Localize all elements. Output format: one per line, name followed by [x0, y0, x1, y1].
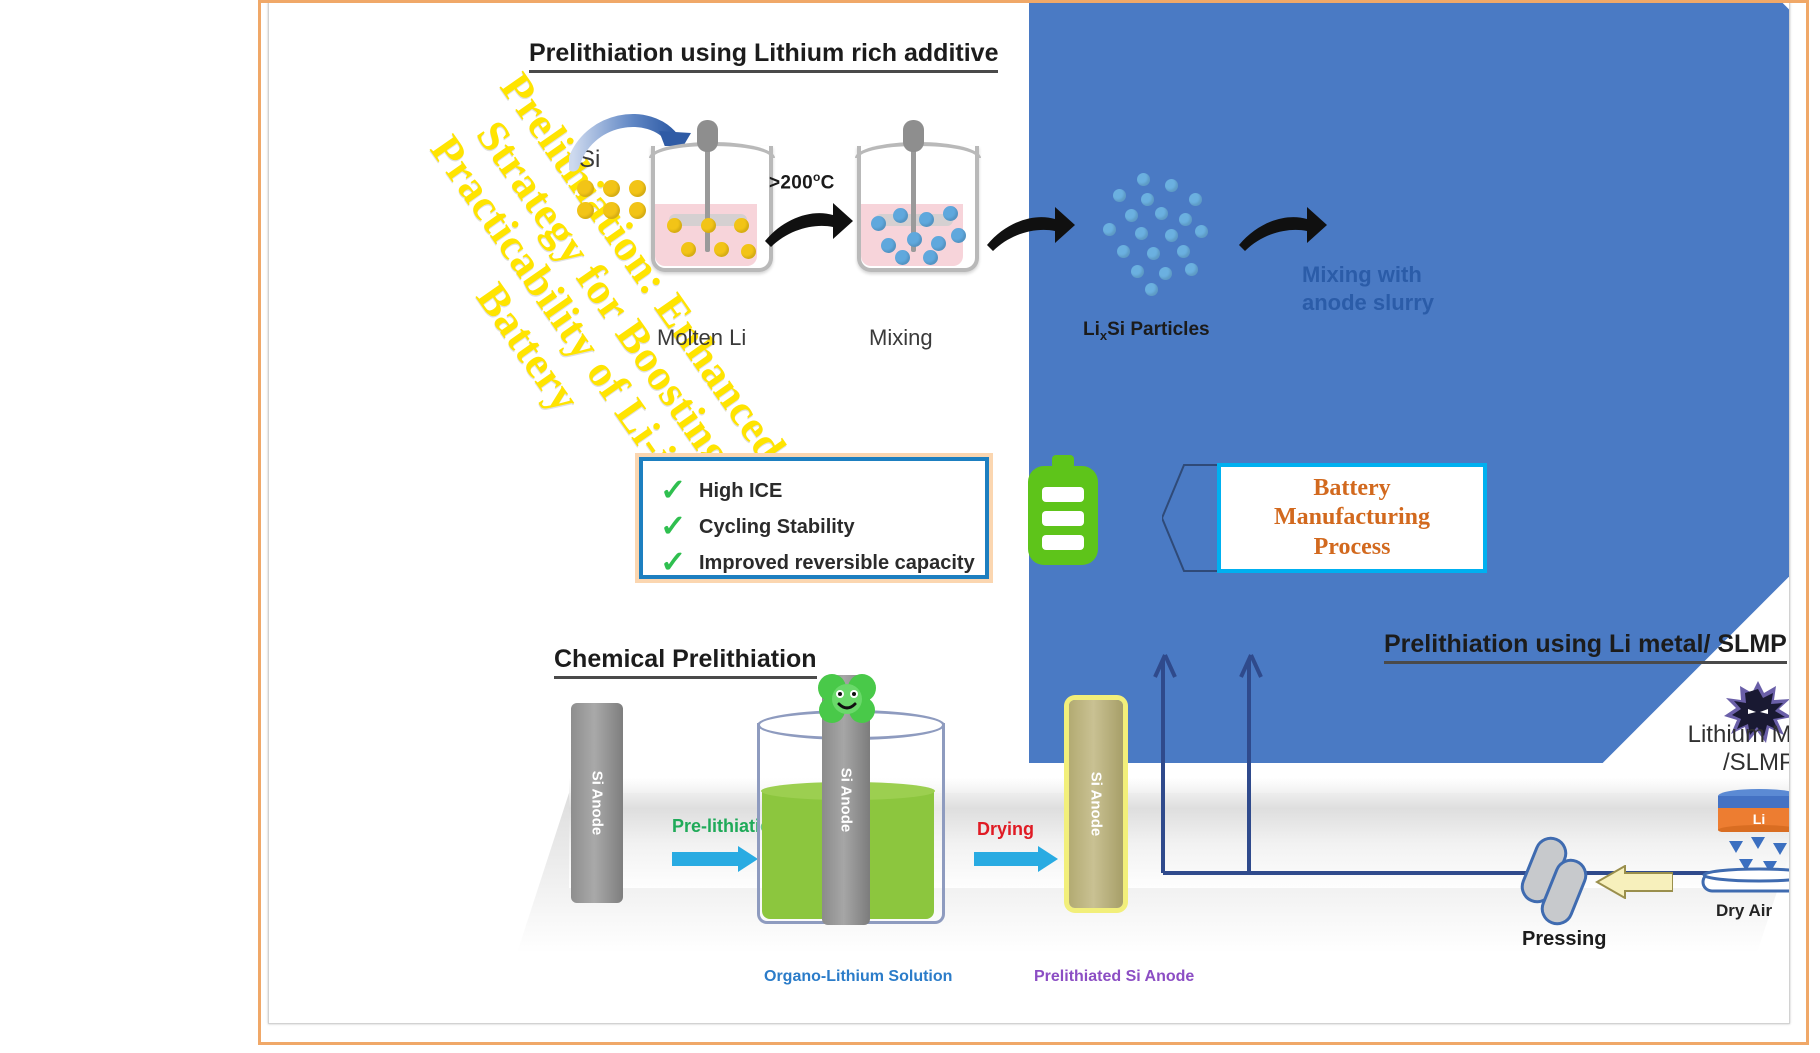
manufacturing-line-2: Manufacturing — [1274, 504, 1430, 531]
dry-air-label: Dry Air — [1716, 901, 1773, 920]
battery-icon — [1028, 455, 1098, 565]
heading-chemical-prelithiation: Chemical Prelithiation — [554, 645, 817, 679]
slmp-label-line-1: Lithium Metal — [1687, 721, 1790, 748]
heading-li-metal-slmp: Prelithiation using Li metal/ SLMP — [1384, 630, 1787, 664]
check-icon: ✓ — [660, 510, 687, 543]
prelithiated-si-anode-strip: Si Anode — [1069, 700, 1123, 908]
drying-arrow-icon — [974, 846, 1058, 872]
heading-lithium-rich-additive: Prelithiation using Lithium rich additiv… — [529, 39, 999, 73]
process-arrow-icon-1 — [765, 203, 853, 247]
clover-mascot-icon — [818, 674, 876, 723]
organo-lithium-solution-caption: Organo-Lithium Solution — [764, 968, 953, 985]
reaction-vessel-molten-li — [649, 120, 775, 272]
check-icon: ✓ — [660, 546, 687, 579]
pressing-label: Pressing — [1522, 928, 1607, 950]
mixing-note-line-2: anode slurry — [1302, 289, 1435, 315]
checklist-item-label: Improved reversible capacity — [699, 551, 975, 574]
li-dispenser-canister: Li — [1718, 789, 1789, 832]
checklist-item: ✓ High ICE — [660, 473, 985, 509]
graphical-abstract-slide: Prelithiation: Enhanced Strategy for Boo… — [268, 2, 1790, 1024]
drying-step-label: Drying — [977, 819, 1035, 839]
mixing-note-line-1: Mixing with — [1302, 262, 1422, 287]
benefits-checklist-box: ✓ High ICE ✓ Cycling Stability ✓ Improve… — [635, 453, 993, 583]
temperature-label: >200oC — [769, 170, 835, 194]
down-arrow-icon — [1350, 323, 1374, 449]
check-icon: ✓ — [660, 474, 687, 507]
manufacturing-line-3: Process — [1313, 533, 1391, 560]
lixsi-particle-cloud — [1097, 173, 1225, 299]
manufacturing-line-1: Battery — [1313, 475, 1391, 502]
slmp-label-line-2: /SLMP — [1722, 749, 1790, 777]
slmp-conveyor-line — [1153, 654, 1789, 875]
checklist-item: ✓ Cycling Stability — [660, 509, 985, 545]
si-anode-label: Si Anode — [1087, 771, 1105, 837]
vessel-caption-mixing: Mixing — [869, 325, 933, 350]
dry-air-tray-icon — [1701, 867, 1789, 893]
prelithiation-arrow-icon — [672, 846, 758, 872]
si-anode-strip-input: Si Anode — [571, 703, 623, 903]
web-direction-arrow-icon — [1595, 865, 1673, 899]
lithium-metal-slmp-label: Lithium Metal /SLMP — [1659, 721, 1790, 778]
si-anode-label: Si Anode — [837, 767, 855, 833]
pressing-rollers-icon — [1520, 836, 1588, 926]
si-anode-label: Si Anode — [588, 770, 606, 836]
checklist-item: ✓ Improved reversible capacity — [660, 545, 985, 581]
manufacturing-arrow-icon — [1162, 464, 1220, 572]
lixsi-particles-caption: LixSi Particles — [1083, 319, 1210, 343]
svg-text:Li: Li — [1753, 811, 1765, 827]
process-arrow-icon-3 — [1239, 207, 1327, 251]
checklist-item-label: High ICE — [699, 479, 783, 502]
battery-manufacturing-process-box: Battery Manufacturing Process — [1217, 463, 1487, 573]
vessel-caption-molten-li: Molten Li — [657, 325, 747, 350]
lithium-metal-particle-icon — [1724, 681, 1789, 743]
si-powder-dots — [577, 180, 649, 220]
process-arrow-icon-2 — [987, 207, 1075, 251]
prelithiated-si-anode-caption: Prelithiated Si Anode — [1034, 968, 1195, 985]
prelithiation-step-label: Pre-lithiation — [672, 816, 783, 836]
checklist-item-label: Cycling Stability — [699, 515, 855, 538]
mixing-with-anode-slurry-label: Mixing with anode slurry — [1302, 261, 1492, 316]
reaction-vessel-mixing — [855, 120, 981, 272]
